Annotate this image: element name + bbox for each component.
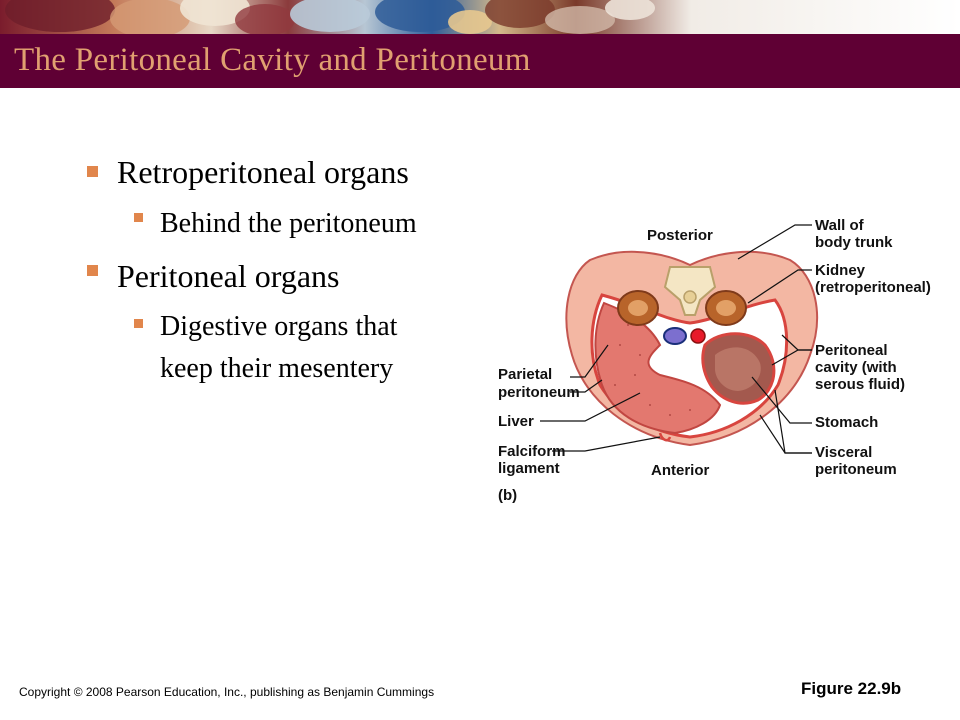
bullet-marker (87, 265, 98, 276)
sub-bullet-marker (134, 319, 143, 328)
bullet-item: Retroperitoneal organs (117, 154, 409, 190)
label-visceral-2: peritoneum (815, 461, 897, 478)
inferior-vena-cava (663, 327, 687, 345)
slide-title: The Peritoneal Cavity and Peritoneum (14, 42, 531, 78)
header-art-shapes (5, 0, 655, 34)
label-anterior: Anterior (651, 462, 710, 479)
liver (594, 301, 722, 435)
bullet-item: Peritoneal organs (117, 258, 340, 294)
label-cavity-3: serous fluid) (815, 376, 905, 393)
label-posterior: Posterior (647, 227, 713, 244)
label-falciform-2: ligament (498, 460, 560, 477)
copyright-notice: Copyright © 2008 Pearson Education, Inc.… (19, 685, 435, 699)
label-kidney-1: Kidney (815, 262, 866, 279)
header-decorative-image (0, 0, 960, 34)
figure-reference: Figure 22.9b (801, 679, 902, 698)
peritoneum-cross-section-figure: Posterior Anterior Wall of body trunk Ki… (498, 217, 931, 504)
label-falciform-1: Falciform (498, 443, 566, 460)
falciform-ligament (658, 432, 672, 442)
bullet-marker (87, 166, 98, 177)
sub-bullet-item: Digestive organs that (160, 311, 398, 342)
sub-bullet-item-continued: keep their mesentery (160, 353, 394, 384)
label-cavity-2: cavity (with (815, 359, 897, 376)
leader-lines (540, 224, 812, 454)
label-kidney-2: (retroperitoneal) (815, 279, 931, 296)
aorta (690, 328, 706, 344)
label-parietal-2: peritoneum (498, 384, 580, 401)
label-liver: Liver (498, 413, 534, 430)
label-wall-2: body trunk (815, 234, 893, 251)
label-wall-1: Wall of (815, 217, 865, 234)
label-panel-b: (b) (498, 487, 517, 504)
label-parietal-1: Parietal (498, 366, 552, 383)
title-bar: The Peritoneal Cavity and Peritoneum (0, 34, 960, 88)
label-cavity-1: Peritoneal (815, 342, 888, 359)
label-visceral-1: Visceral (815, 444, 872, 461)
label-stomach: Stomach (815, 414, 878, 431)
sub-bullet-marker (134, 213, 143, 222)
sub-bullet-item: Behind the peritoneum (160, 208, 417, 239)
